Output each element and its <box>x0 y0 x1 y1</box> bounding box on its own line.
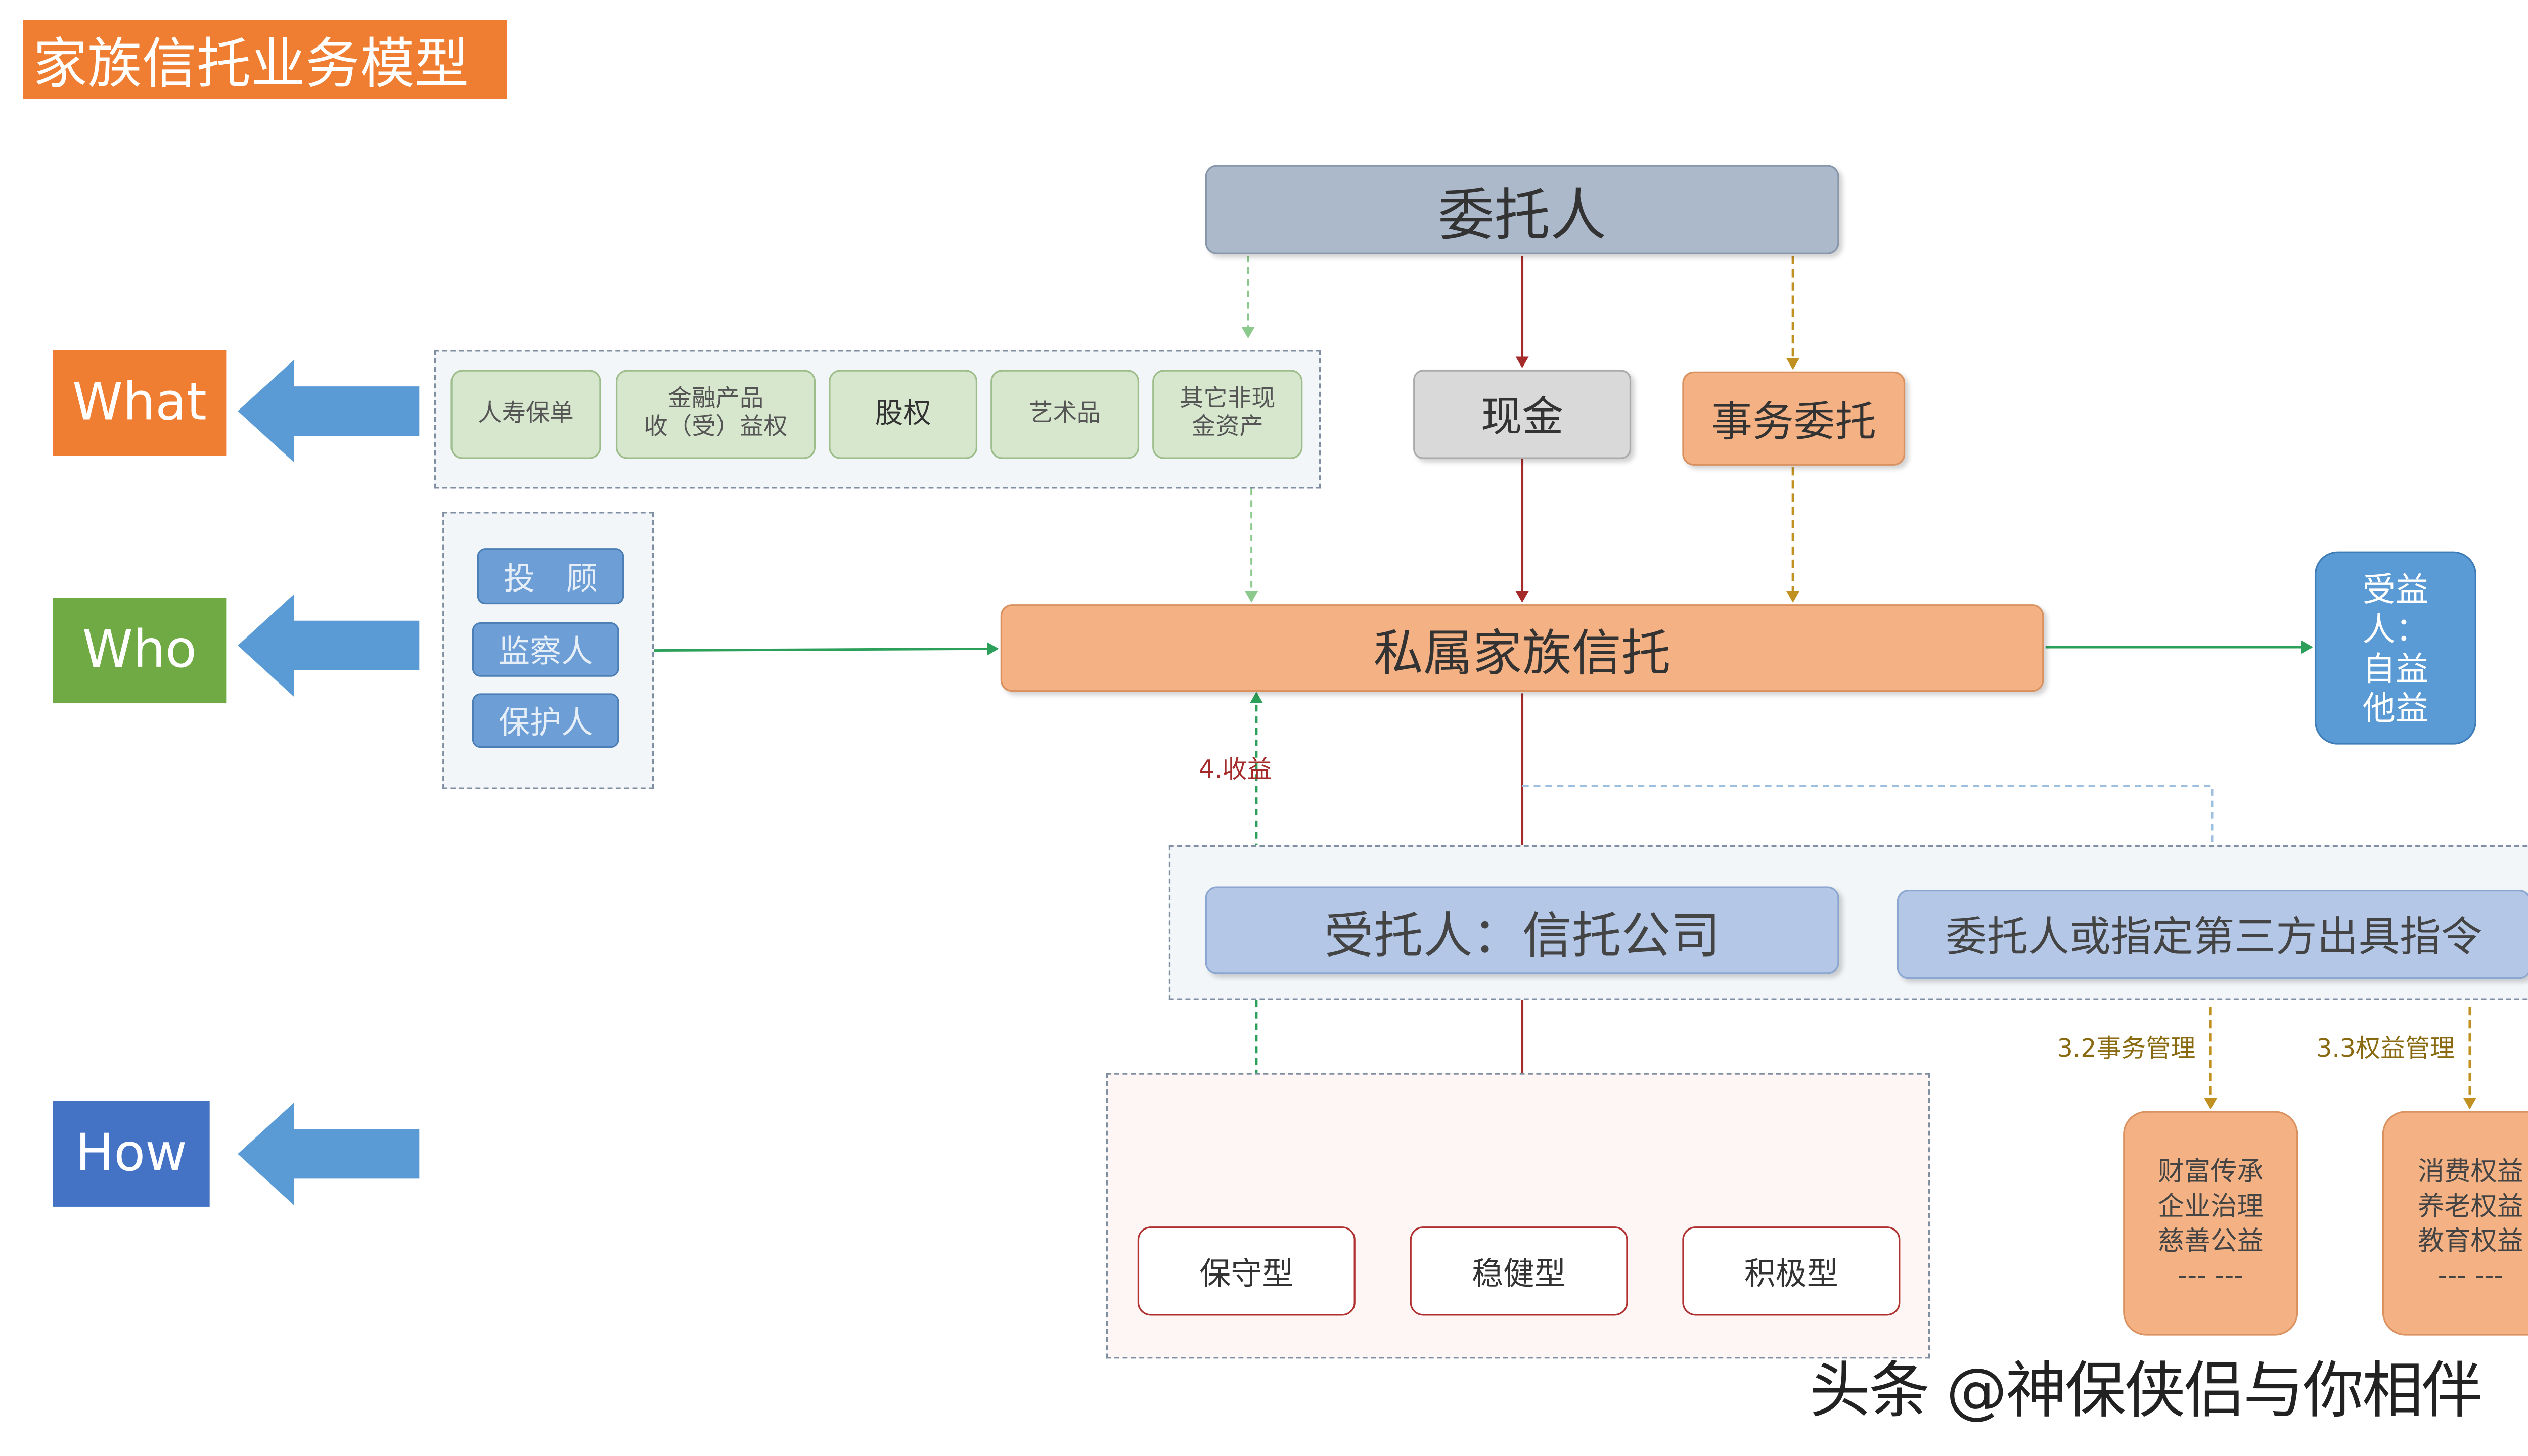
left-arrow-icon <box>238 594 420 697</box>
instruction-box: 委托人或指定第三方出具指令 <box>1897 889 2528 979</box>
asset-life-insurance: 人寿保单 <box>450 370 601 459</box>
income-label: 4.收益 <box>1198 754 1272 785</box>
strategy-aggressive: 积极型 <box>1682 1226 1901 1316</box>
who-label: Who <box>53 598 227 704</box>
watermark: 头条 @神保侠侣与你相伴 <box>1809 1355 2482 1427</box>
left-arrow-icon <box>238 1103 420 1205</box>
asset-equity: 股权 <box>829 370 978 459</box>
settlor-box: 委托人 <box>1205 165 1839 254</box>
wealth-governance-box: 财富传承 企业治理 慈善公益 --- --- <box>2123 1111 2298 1336</box>
page-title: 家族信托业务模型 <box>23 20 507 99</box>
rights-box: 消费权益 养老权益 教育权益 --- --- <box>2382 1111 2528 1336</box>
strategies-group <box>1106 1073 1930 1359</box>
trustee-box: 受托人：信托公司 <box>1205 886 1839 974</box>
how-label: How <box>53 1101 210 1207</box>
role-protector: 保护人 <box>472 693 619 748</box>
strategy-balanced: 稳健型 <box>1410 1226 1628 1316</box>
asset-other: 其它非现 金资产 <box>1152 370 1303 459</box>
what-label: What <box>53 350 227 456</box>
role-supervisor: 监察人 <box>472 622 619 677</box>
rights-management-label: 3.3权益管理 <box>2316 1033 2455 1063</box>
beneficiary-box: 受益 人： 自益 他益 <box>2314 551 2476 745</box>
family-trust-box: 私属家族信托 <box>1000 604 2044 692</box>
line-roles-trust <box>654 642 999 656</box>
asset-financial-product: 金融产品 收（受）益权 <box>615 370 816 459</box>
cash-box: 现金 <box>1413 370 1632 459</box>
asset-artwork: 艺术品 <box>990 370 1140 459</box>
strategy-conservative: 保守型 <box>1137 1226 1356 1316</box>
role-advisor: 投 顾 <box>477 548 624 605</box>
left-arrow-icon <box>238 359 420 463</box>
affairs-trust-box: 事务委托 <box>1682 371 1906 466</box>
affairs-management-label: 3.2事务管理 <box>2057 1033 2196 1063</box>
